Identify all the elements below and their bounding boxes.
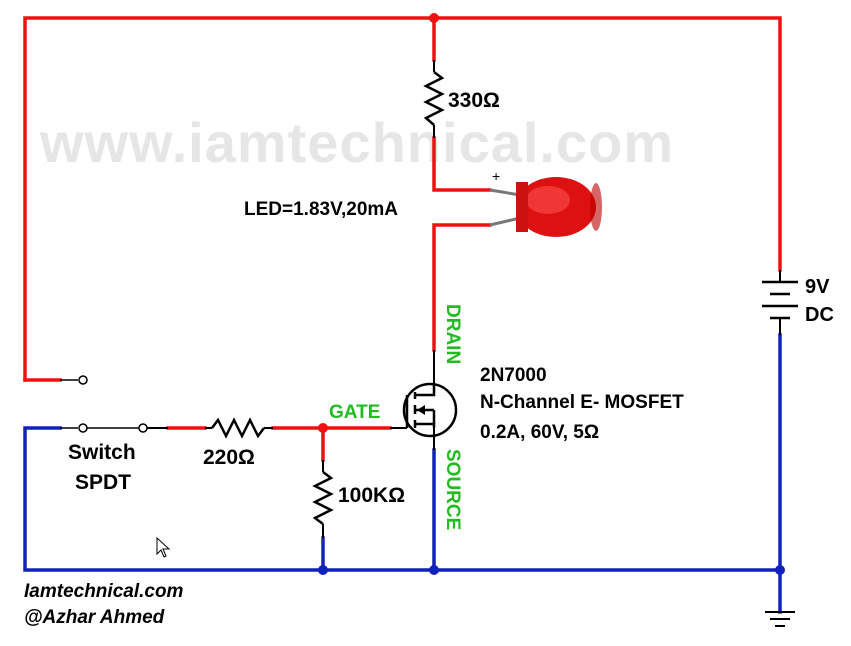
battery-voltage-label: 9V <box>805 276 830 298</box>
battery-9v <box>762 270 798 335</box>
source-label: SOURCE <box>442 449 463 531</box>
resistor-220 <box>211 417 265 439</box>
led-body <box>516 177 602 237</box>
led-label: LED=1.83V,20mA <box>244 199 399 220</box>
red-junctions <box>318 13 439 433</box>
led-plus-label: + <box>492 168 501 184</box>
resistor-100k <box>312 471 334 525</box>
led-to-drain <box>432 223 492 352</box>
resistor-330 <box>423 71 445 126</box>
gate-label: GATE <box>329 402 381 423</box>
ground-symbol <box>765 611 795 627</box>
bottom-rail <box>23 426 782 572</box>
positive-wires <box>23 16 782 462</box>
switch-type-label: SPDT <box>75 471 132 494</box>
drain-label: DRAIN <box>442 304 463 365</box>
credit-site: Iamtechnical.com <box>24 581 184 602</box>
mouse-cursor-icon <box>156 536 171 558</box>
watermark: www.iamtechnical.com <box>40 111 675 174</box>
r100k-label: 100KΩ <box>338 484 406 507</box>
switch-label: Switch <box>68 441 136 464</box>
r220-label: 220Ω <box>203 446 255 469</box>
r330-to-led <box>432 136 492 192</box>
credit-author: @Azhar Ahmed <box>24 607 165 628</box>
blue-junctions <box>318 565 785 575</box>
ground-wires <box>23 333 782 614</box>
r330-label: 330Ω <box>448 89 500 112</box>
battery-dc-label: DC <box>805 304 834 326</box>
mosfet-part-label: 2N7000 <box>480 365 547 386</box>
spdt-switch <box>60 375 168 433</box>
mosfet-spec-label: 0.2A, 60V, 5Ω <box>480 422 600 443</box>
mosfet-type-label: N-Channel E- MOSFET <box>480 392 684 413</box>
top-rail <box>23 16 782 382</box>
mosfet-2n7000 <box>402 382 458 438</box>
led-leads <box>489 188 521 227</box>
